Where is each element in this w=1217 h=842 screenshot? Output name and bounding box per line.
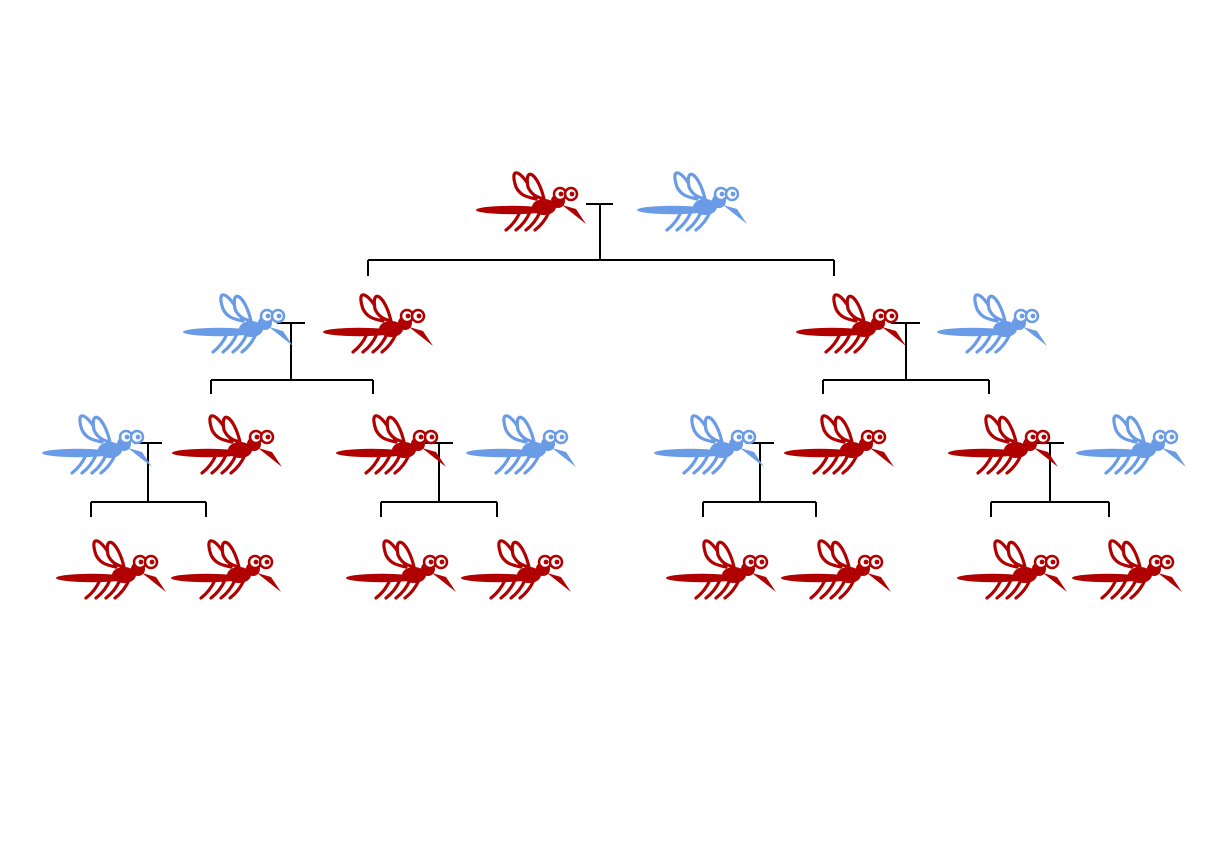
mosquito-icon — [782, 414, 896, 475]
mosquito-icon — [321, 293, 435, 354]
mosquito-layer — [40, 171, 1188, 600]
mosquito-icon — [181, 293, 295, 354]
mosquito-icon — [946, 414, 1060, 475]
mosquito-icon — [635, 171, 749, 232]
mosquito-icon — [955, 539, 1069, 600]
mosquito-icon — [652, 414, 766, 475]
pedigree-lines — [90, 203, 1110, 517]
mosquito-icon — [779, 539, 893, 600]
mosquito-icon — [664, 539, 778, 600]
mosquito-icon — [169, 539, 283, 600]
mosquito-icon — [170, 414, 284, 475]
mosquito-icon — [40, 414, 154, 475]
mosquito-icon — [935, 293, 1049, 354]
mosquito-icon — [464, 414, 578, 475]
mosquito-icon — [1070, 539, 1184, 600]
mosquito-icon — [459, 539, 573, 600]
mosquito-icon — [344, 539, 458, 600]
mosquito-icon — [794, 293, 908, 354]
mosquito-icon — [334, 414, 448, 475]
mosquito-icon — [474, 171, 588, 232]
mosquito-icon — [1074, 414, 1188, 475]
mosquito-icon — [54, 539, 168, 600]
